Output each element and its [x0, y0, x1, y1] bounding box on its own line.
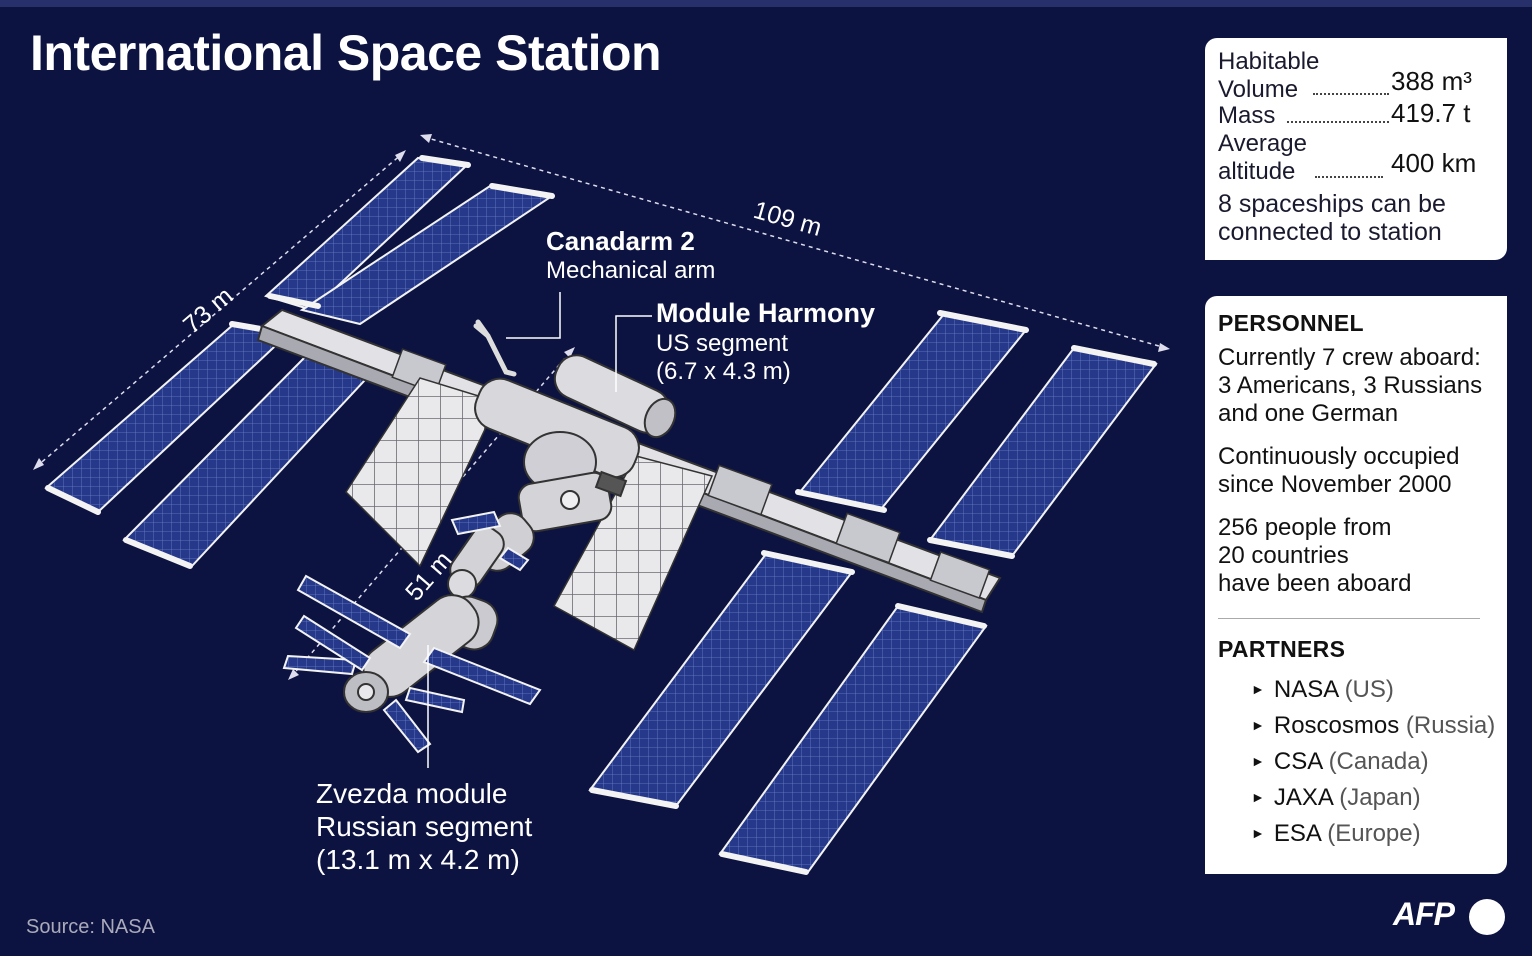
partner-country: (Canada) — [1328, 748, 1429, 775]
right-solar-arrays — [588, 312, 1158, 874]
harmony-desc: US segment — [656, 329, 789, 357]
dimension-arrows — [33, 134, 1170, 680]
canadarm-name: Canadarm 2 — [546, 226, 695, 256]
partner-name: ESA — [1273, 820, 1321, 847]
page-title: International Space Station — [30, 25, 662, 81]
volume-leader — [1313, 93, 1389, 95]
occupied-line-2: since November 2000 — [1218, 471, 1452, 498]
russian-solar-panels — [282, 510, 542, 754]
afp-logo-dot — [1469, 899, 1505, 935]
visitors-line-1: 256 people from — [1218, 514, 1392, 541]
partner-item: ► Roscosmos (Russia) — [1251, 712, 1495, 740]
label-leaders — [427, 292, 652, 768]
ships-line-2: connected to station — [1218, 218, 1442, 246]
harmony-name: Module Harmony — [656, 298, 876, 328]
partner-name: Roscosmos — [1273, 712, 1400, 739]
source-note: Source: NASA — [26, 916, 155, 938]
afp-logo: AFP — [1393, 896, 1455, 932]
partners-heading: PARTNERS — [1218, 636, 1346, 662]
ships-line-1: 8 spaceships can be — [1218, 190, 1446, 218]
partner-name: NASA — [1273, 676, 1338, 703]
partner-item: ► CSA (Canada) — [1251, 748, 1429, 776]
stats-card: Habitable Volume 388 m³ Mass 419.7 t Ave… — [1205, 38, 1507, 260]
partner-country: (Russia) — [1405, 712, 1496, 739]
truss-segments — [391, 348, 991, 599]
partner-item: ► ESA (Europe) — [1251, 820, 1421, 848]
crew-line-2: 3 Americans, 3 Russians — [1218, 372, 1483, 399]
dimension-lines — [35, 136, 1167, 678]
left-solar-arrays — [44, 156, 555, 568]
partner-name: CSA — [1273, 748, 1322, 775]
harmony-size: (6.7 x 4.3 m) — [656, 358, 791, 386]
mass-value: 419.7 t — [1391, 98, 1471, 128]
mass-leader — [1287, 121, 1389, 123]
bullet-arrow-icon: ► — [1251, 681, 1265, 697]
canadarm — [473, 319, 517, 377]
length-dimension-line — [423, 136, 1167, 349]
mass-label: Mass — [1218, 102, 1276, 129]
zvezda-label: Zvezda module Russian segment (13.1 m x … — [316, 777, 532, 876]
bullet-arrow-icon: ► — [1251, 717, 1265, 733]
volume-label-2: Volume — [1218, 76, 1299, 103]
occupied-line-1: Continuously occupied — [1218, 443, 1460, 470]
crew-line-1: Currently 7 crew aboard: — [1218, 344, 1481, 371]
canadarm-label: Canadarm 2 Mechanical arm — [546, 226, 715, 285]
partner-country: (Europe) — [1327, 820, 1421, 847]
right-array-masts — [589, 310, 1157, 875]
bullet-arrow-icon: ► — [1251, 789, 1265, 805]
volume-label-1: Habitable — [1218, 48, 1320, 75]
partner-country: (US) — [1344, 676, 1394, 703]
zvezda-desc: Russian segment — [316, 811, 533, 843]
altitude-label-1: Average — [1218, 130, 1307, 157]
bullet-arrow-icon: ► — [1251, 753, 1265, 769]
partner-item: ► JAXA (Japan) — [1251, 784, 1421, 812]
section-divider — [1218, 618, 1480, 619]
visitors-line-2: 20 countries — [1218, 542, 1349, 569]
altitude-label-2: altitude — [1218, 158, 1296, 185]
partner-country: (Japan) — [1339, 784, 1421, 811]
volume-value: 388 m³ — [1391, 66, 1472, 96]
partner-item: ► NASA (US) — [1251, 676, 1394, 704]
top-bar — [0, 0, 1532, 7]
visitors-line-3: have been aboard — [1218, 570, 1412, 597]
canadarm-desc: Mechanical arm — [546, 256, 716, 284]
width-dimension-line — [35, 152, 404, 468]
info-card: PERSONNEL Currently 7 crew aboard: 3 Ame… — [1205, 296, 1507, 874]
crew-line-3: and one German — [1218, 400, 1399, 427]
harmony-label: Module Harmony US segment (6.7 x 4.3 m) — [656, 298, 875, 386]
zvezda-name: Zvezda module — [316, 778, 508, 809]
altitude-value: 400 km — [1391, 148, 1477, 178]
altitude-leader — [1315, 176, 1383, 178]
partner-name: JAXA — [1273, 784, 1333, 811]
russian-segment — [343, 525, 505, 713]
personnel-heading: PERSONNEL — [1218, 310, 1364, 336]
bullet-arrow-icon: ► — [1251, 825, 1265, 841]
zvezda-size: (13.1 m x 4.2 m) — [316, 844, 520, 876]
